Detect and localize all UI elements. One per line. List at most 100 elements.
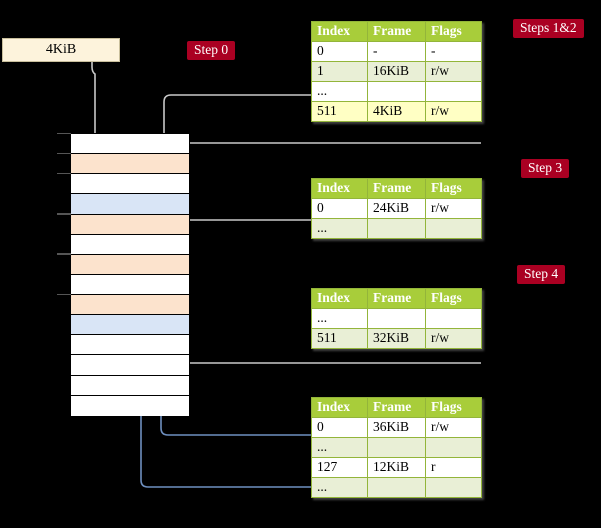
memory-row-0 — [57, 132, 189, 155]
memory-row-13 — [71, 395, 189, 416]
cell-flags — [425, 81, 482, 102]
column-header-flags: Flags — [425, 21, 482, 42]
cell-flags: r/w — [425, 61, 482, 82]
column-header-frame: Frame — [367, 178, 426, 199]
cell-frame: 32KiB — [367, 328, 426, 349]
source-frame-label: 4KiB — [45, 42, 77, 57]
cell-index: ... — [311, 308, 368, 329]
cell-flags: r/w — [425, 101, 482, 122]
table-row: ... — [311, 477, 482, 498]
table-row: 0-- — [311, 41, 482, 62]
cell-index: 511 — [311, 328, 368, 349]
column-header-frame: Frame — [367, 288, 426, 309]
table-row: ... — [311, 81, 482, 102]
memory-row-6 — [57, 253, 189, 275]
memory-row-tick-6 — [57, 253, 71, 255]
cell-frame — [367, 477, 426, 498]
cell-flags: - — [425, 41, 482, 62]
memory-row-9 — [71, 315, 189, 336]
table-row: ... — [311, 218, 482, 239]
table-row: ... — [311, 437, 482, 458]
cell-frame: 36KiB — [367, 417, 426, 438]
cell-frame — [367, 81, 426, 102]
table-row: ... — [311, 308, 482, 329]
column-header-flags: Flags — [425, 397, 482, 418]
memory-row-10 — [71, 335, 189, 356]
badge-step-3: Step 3 — [521, 159, 570, 178]
memory-row-8 — [57, 293, 189, 316]
memory-row-tick-2 — [57, 172, 71, 175]
cell-index: ... — [311, 81, 368, 102]
cell-frame: 24KiB — [367, 198, 426, 219]
column-header-index: Index — [311, 21, 368, 42]
memory-row-tick-4 — [57, 213, 71, 215]
column-header-index: Index — [311, 397, 368, 418]
wire-table1-row1-to-memory — [178, 142, 481, 159]
column-header-frame: Frame — [367, 397, 426, 418]
cell-index: 0 — [311, 417, 368, 438]
source-frame-box: 4KiB — [2, 38, 120, 62]
cell-index: 127 — [311, 457, 368, 478]
cell-index: 0 — [311, 41, 368, 62]
memory-row-4 — [57, 213, 189, 235]
cell-frame — [367, 437, 426, 458]
memory-row-7 — [71, 274, 189, 295]
cell-index: ... — [311, 218, 368, 239]
memory-row-tick-8 — [57, 293, 71, 295]
memory-row-2 — [57, 172, 189, 195]
badge-steps-1-2-label: Steps 1&2 — [520, 20, 577, 35]
memory-row-tick-0 — [57, 132, 71, 134]
column-header-frame: Frame — [367, 21, 426, 42]
cell-flags: r/w — [425, 328, 482, 349]
memory-row-3 — [71, 194, 189, 215]
cell-index: 0 — [311, 198, 368, 219]
cell-frame: - — [367, 41, 426, 62]
badge-step-4-label: Step 4 — [524, 266, 559, 281]
column-header-flags: Flags — [425, 288, 482, 309]
cell-index: 511 — [311, 101, 368, 122]
badge-step-4: Step 4 — [517, 265, 566, 284]
cell-flags: r — [425, 457, 482, 478]
cell-flags: r/w — [425, 198, 482, 219]
cell-index: 1 — [311, 61, 368, 82]
memory-row-tick-1 — [57, 152, 71, 155]
cell-flags — [425, 437, 482, 458]
memory-row-5 — [71, 234, 189, 255]
badge-steps-1-2: Steps 1&2 — [513, 19, 584, 38]
cell-frame: 4KiB — [367, 101, 426, 122]
physical-memory-column — [57, 132, 190, 416]
column-header-index: Index — [311, 178, 368, 199]
column-header-flags: Flags — [425, 178, 482, 199]
cell-flags — [425, 477, 482, 498]
memory-row-1 — [57, 152, 189, 175]
cell-flags — [425, 308, 482, 329]
cell-frame — [367, 308, 426, 329]
cell-frame: 16KiB — [367, 61, 426, 82]
badge-step-0: Step 0 — [187, 41, 236, 60]
memory-row-11 — [71, 355, 189, 376]
cell-flags: r/w — [425, 417, 482, 438]
cell-index: ... — [311, 477, 368, 498]
badge-step-3-label: Step 3 — [528, 160, 563, 175]
memory-row-12 — [71, 375, 189, 396]
cell-flags — [425, 218, 482, 239]
cell-frame — [367, 218, 426, 239]
cell-frame: 12KiB — [367, 457, 426, 478]
cell-index: ... — [311, 437, 368, 458]
badge-step-0-label: Step 0 — [194, 42, 229, 57]
